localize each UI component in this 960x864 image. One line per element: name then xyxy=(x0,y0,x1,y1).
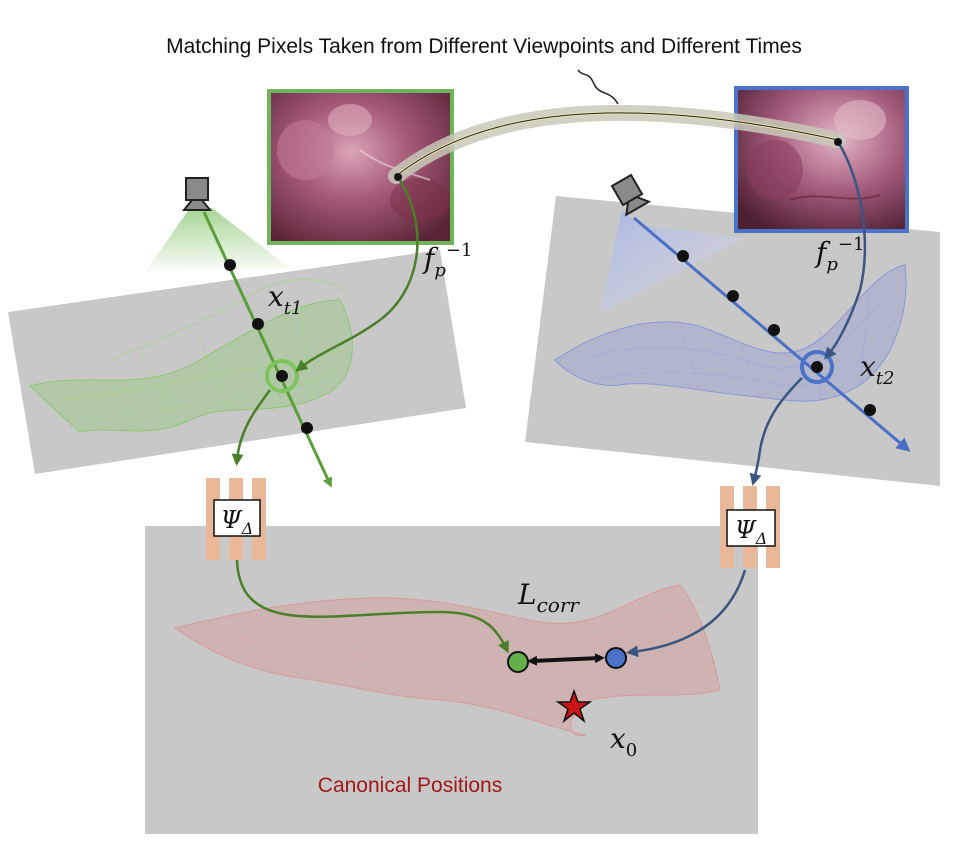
x-t1-label: xt1 xyxy=(268,280,302,319)
right-matched-point xyxy=(811,361,823,373)
canonical-star-marker xyxy=(555,688,593,724)
right-inverse-projection-label: fp−1 xyxy=(814,234,864,275)
left-inverse-projection-label: fp−1 xyxy=(422,240,472,281)
right-ray-sample-point xyxy=(727,290,739,302)
left-matched-point-ring xyxy=(265,359,299,393)
correspondence-loss-label: Lcorr xyxy=(517,578,580,617)
canonical-mesh xyxy=(173,584,721,737)
left-ray-sample-point xyxy=(252,318,264,330)
canonical-positions-label: Canonical Positions xyxy=(318,774,502,797)
canonical-panel xyxy=(145,526,758,834)
left-deformation-network xyxy=(206,478,266,560)
left-deformable-mesh xyxy=(28,278,353,433)
right-ray-sample-point xyxy=(768,324,780,336)
left-camera-icon xyxy=(181,177,213,211)
x0-label: x0 xyxy=(610,722,637,761)
left-frame-pixel xyxy=(394,173,402,181)
right-matched-point-ring xyxy=(800,350,834,384)
x-t2-label: xt2 xyxy=(860,350,894,389)
left-inverse-projection-arrow xyxy=(295,179,419,372)
right-frame-pixel xyxy=(834,138,842,146)
right-camera-frustum xyxy=(600,210,745,312)
diagram-title: Matching Pixels Taken from Different Vie… xyxy=(166,35,802,58)
canonical-point-blue xyxy=(605,647,627,669)
correspondence-loss-arrow xyxy=(527,653,605,666)
right-ray-sample-point xyxy=(677,250,689,262)
left-to-deformation-arrow xyxy=(231,389,272,466)
left-to-canonical-arrow xyxy=(235,559,509,654)
right-endoscopy-frame xyxy=(734,86,909,233)
right-inverse-projection-arrow xyxy=(824,144,867,360)
surgical-instrument xyxy=(388,69,846,184)
canonical-point-green xyxy=(507,651,529,673)
right-camera-icon xyxy=(610,173,652,217)
right-ray-sample-point xyxy=(864,404,876,416)
left-ray-sample-point xyxy=(301,422,313,434)
right-to-deformation-arrow xyxy=(749,377,803,486)
right-to-canonical-arrow xyxy=(626,569,747,658)
left-deformation-label: ΨΔ xyxy=(221,506,254,538)
right-deformation-network xyxy=(720,486,780,568)
left-matched-point xyxy=(276,370,288,382)
left-ray-sample-point xyxy=(224,259,236,271)
left-view-panel xyxy=(8,250,466,474)
left-endoscopy-frame xyxy=(267,89,454,245)
left-camera-ray xyxy=(202,211,333,488)
right-deformation-label: ΨΔ xyxy=(735,516,768,548)
